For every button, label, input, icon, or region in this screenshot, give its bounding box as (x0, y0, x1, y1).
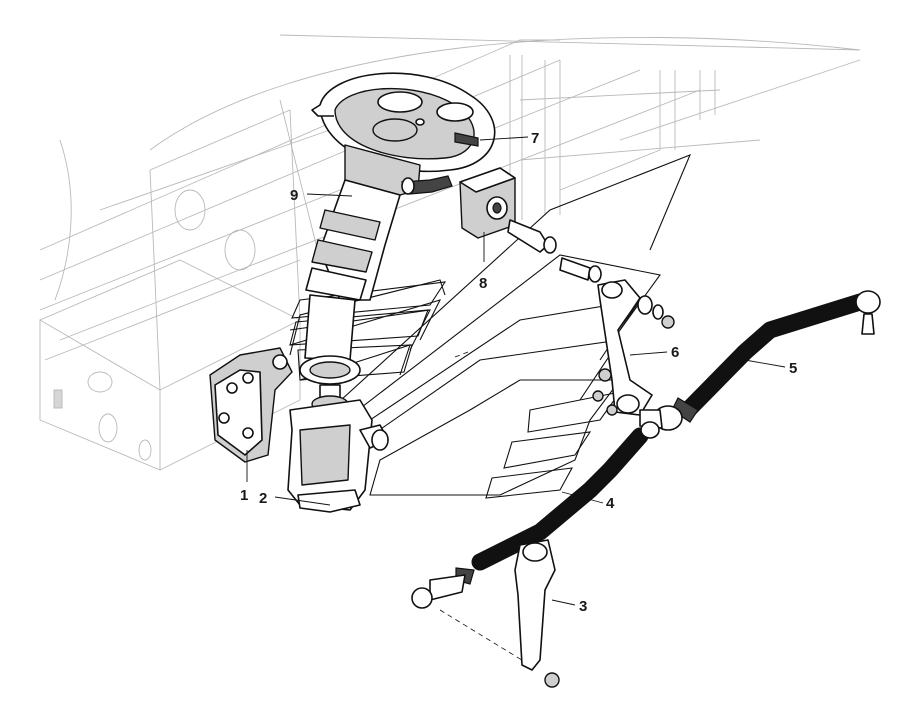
mounting-bracket (209, 347, 293, 463)
callout-9: 9 (290, 187, 298, 204)
callouts: 1 2 3 4 5 6 7 8 9 (240, 130, 797, 615)
drop-arm (592, 279, 675, 416)
clamp-block (459, 167, 602, 283)
callout-1: 1 (240, 487, 248, 504)
callout-2: 2 (259, 490, 267, 507)
callout-5: 5 (789, 360, 797, 377)
leader-lines (246, 136, 786, 606)
steering-column (304, 144, 453, 361)
drag-link (639, 290, 881, 431)
callout-7: 7 (531, 130, 539, 147)
callout-8: 8 (479, 275, 487, 292)
callout-4: 4 (606, 495, 615, 512)
callout-6: 6 (671, 344, 679, 361)
steering-arm (514, 539, 560, 688)
tie-rod (411, 421, 660, 666)
callout-3: 3 (579, 598, 587, 615)
steering-gearbox (287, 355, 389, 513)
steering-wheel (311, 72, 496, 173)
